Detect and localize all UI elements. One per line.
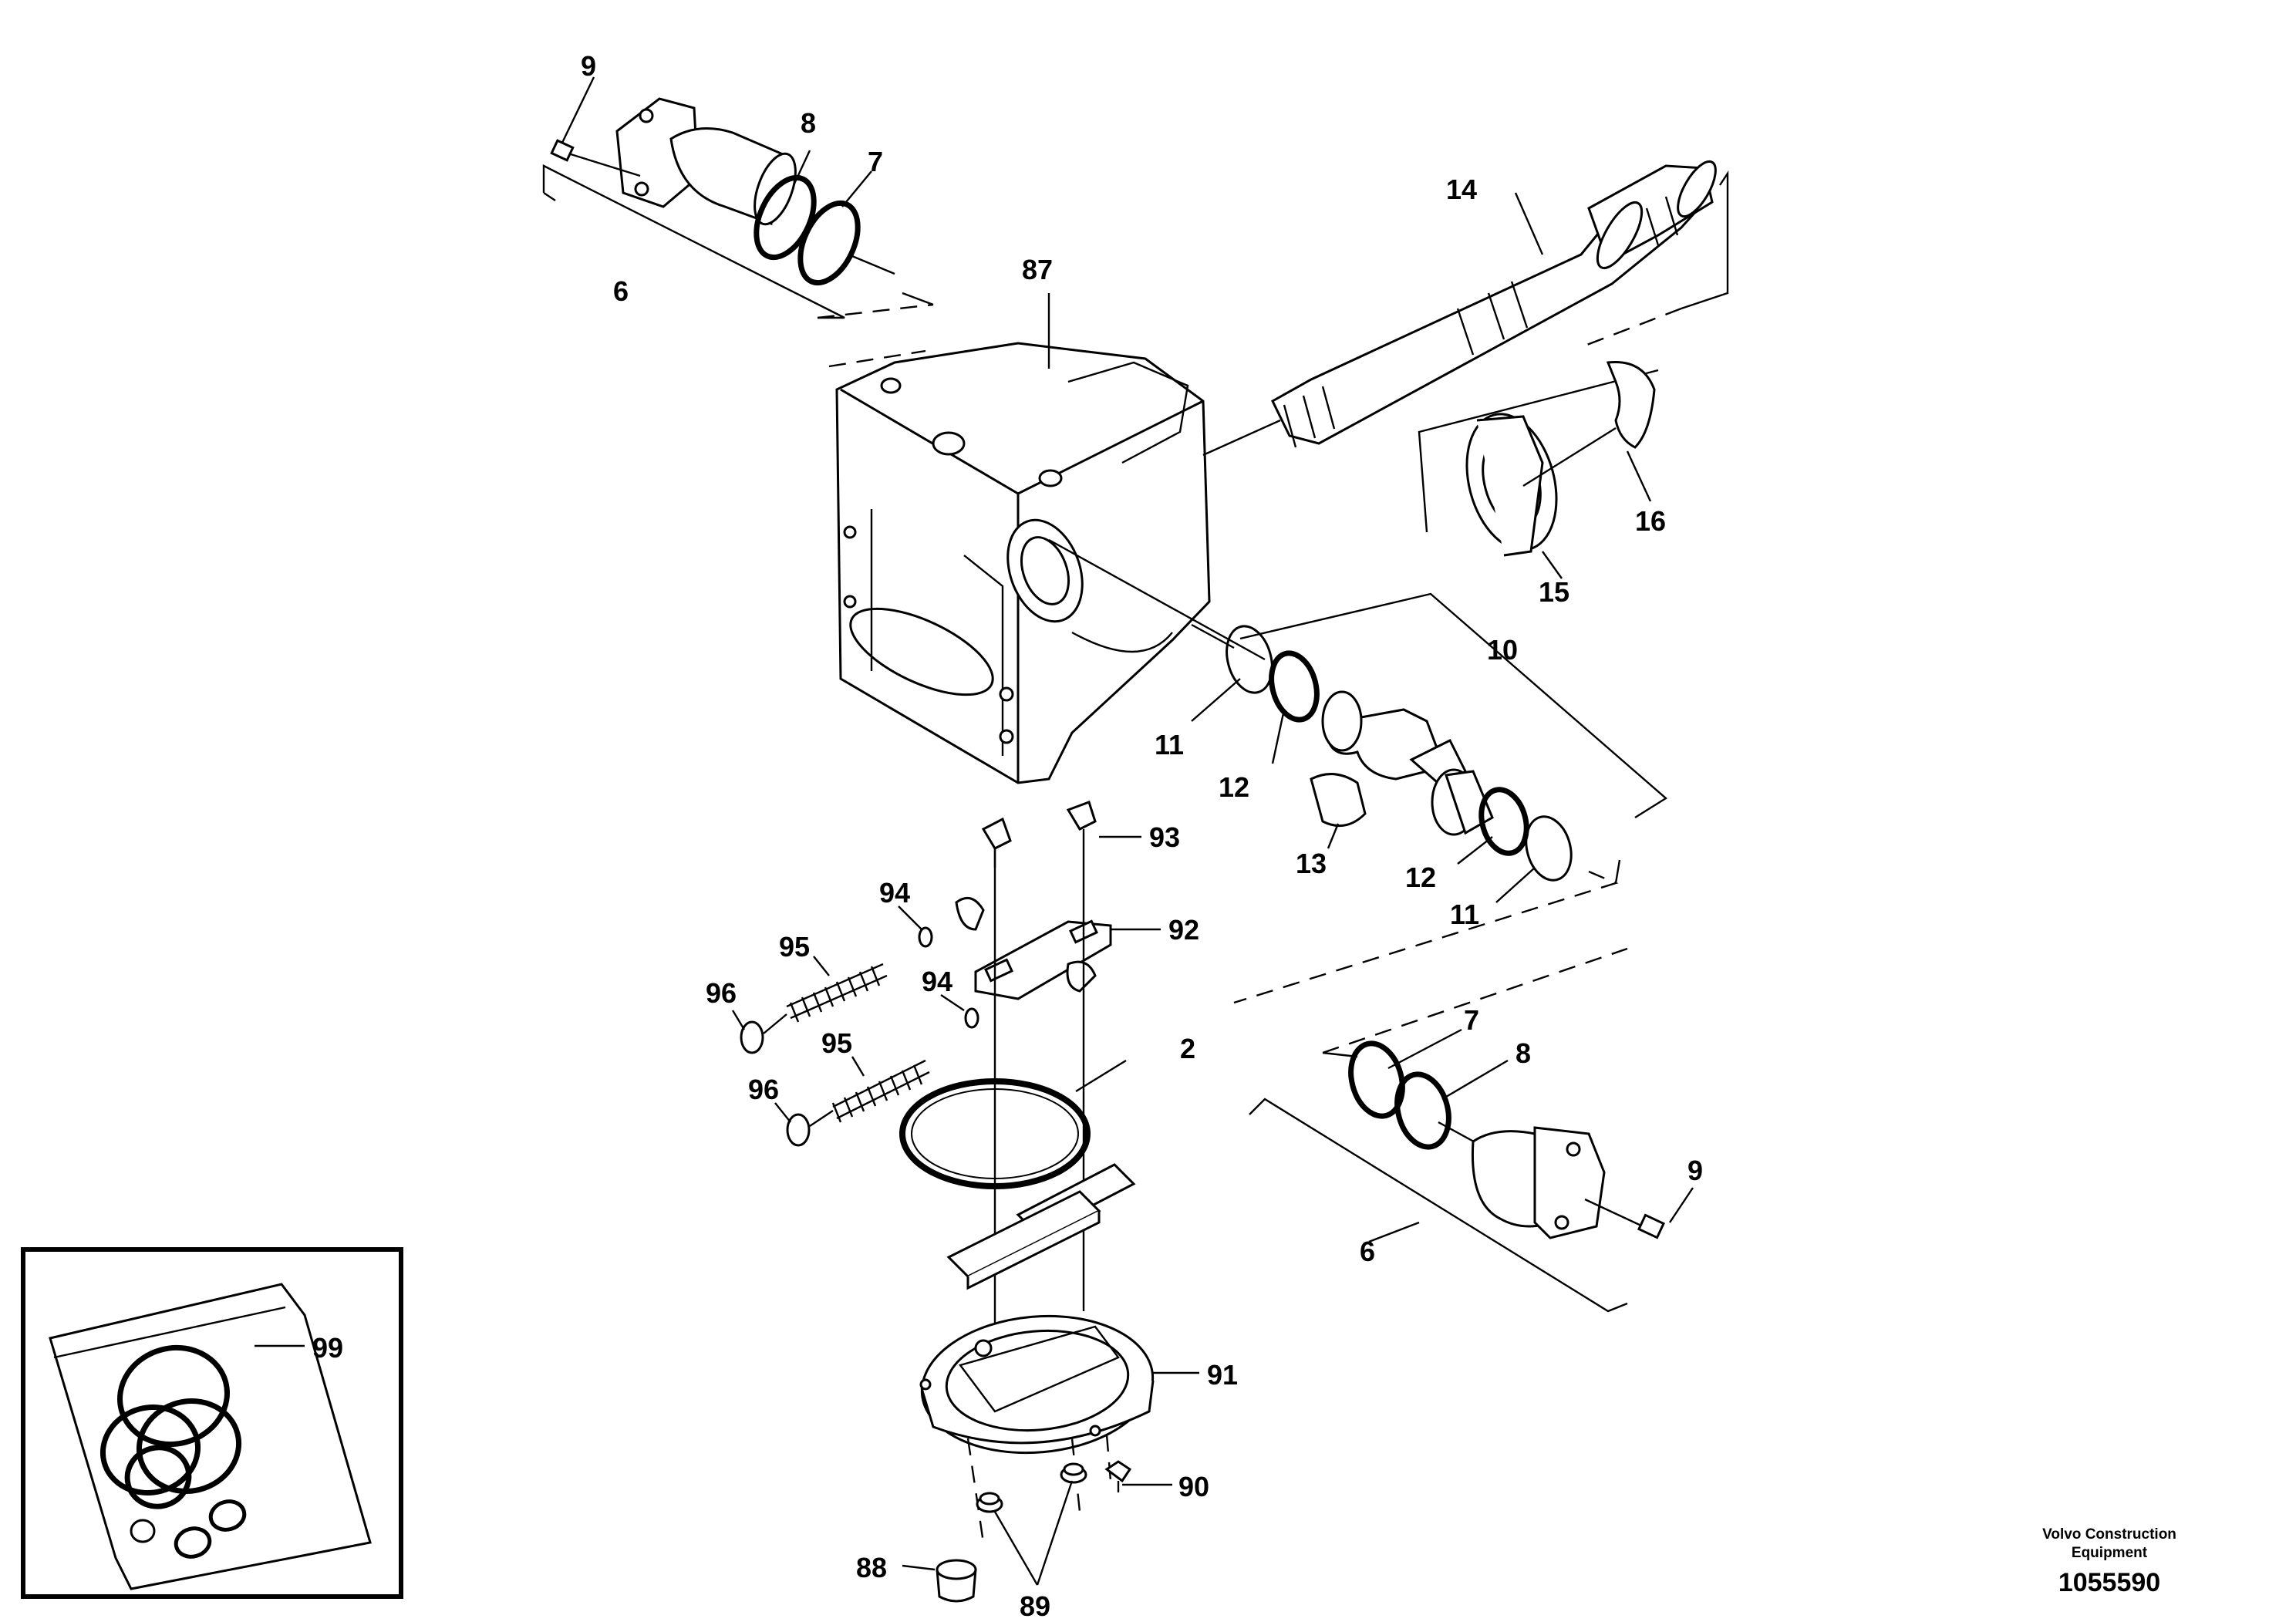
plugs-and-screws [902, 1434, 1172, 1603]
base-plate-assembly [919, 1163, 1199, 1455]
spring-bracket-assembly [731, 801, 1161, 1147]
cover-assembly-top [542, 76, 934, 319]
callout-6-top: 6 [613, 275, 629, 307]
drive-shaft [1271, 160, 1729, 448]
callout-11-left: 11 [1155, 729, 1184, 760]
document-number: 1055590 [2058, 1568, 2160, 1597]
callout-12-left: 12 [1219, 771, 1249, 803]
callout-94-b: 94 [922, 966, 952, 997]
seal-kit-inset [21, 1247, 403, 1599]
callout-99: 99 [312, 1332, 343, 1364]
callout-9-top: 9 [581, 50, 596, 82]
callout-94-a: 94 [879, 877, 910, 909]
callout-10: 10 [1487, 634, 1518, 666]
callout-7-top: 7 [868, 146, 883, 177]
callout-14: 14 [1446, 174, 1477, 205]
callout-8-top: 8 [801, 107, 816, 139]
credit-block: Volvo Construction Equipment 1055590 [2042, 1526, 2176, 1597]
callout-labels: 9 8 7 6 87 14 16 15 10 11 12 13 12 11 93… [312, 50, 1703, 1622]
cover-assembly-bottom [1249, 947, 1694, 1313]
callout-6-bottom: 6 [1360, 1236, 1375, 1267]
callout-16: 16 [1635, 505, 1666, 537]
callout-89: 89 [1020, 1590, 1050, 1622]
callout-95-a: 95 [779, 931, 810, 963]
callout-8-bottom: 8 [1515, 1037, 1531, 1069]
callout-11-right: 11 [1450, 899, 1479, 930]
callout-15: 15 [1539, 576, 1569, 608]
pump-housing [828, 293, 1281, 784]
callout-90: 90 [1178, 1471, 1209, 1502]
callout-12-right: 12 [1405, 862, 1436, 893]
callout-93: 93 [1149, 821, 1180, 853]
callout-92: 92 [1168, 914, 1199, 946]
callout-95-b: 95 [821, 1027, 852, 1059]
credit-line-2: Equipment [2072, 1545, 2148, 1561]
bearing-and-snap-ring [1418, 360, 1659, 579]
callout-13: 13 [1296, 848, 1327, 879]
credit-line-1: Volvo Construction [2042, 1526, 2176, 1543]
callout-91: 91 [1207, 1359, 1238, 1391]
spool-assembly [1191, 592, 1668, 1004]
callout-96-a: 96 [706, 977, 737, 1009]
callout-88: 88 [856, 1552, 887, 1583]
callout-87: 87 [1022, 254, 1053, 285]
callout-9-bottom: 9 [1687, 1155, 1703, 1186]
callout-7-bottom: 7 [1464, 1004, 1479, 1036]
callout-2: 2 [1180, 1033, 1195, 1064]
callout-96-b: 96 [748, 1074, 779, 1105]
